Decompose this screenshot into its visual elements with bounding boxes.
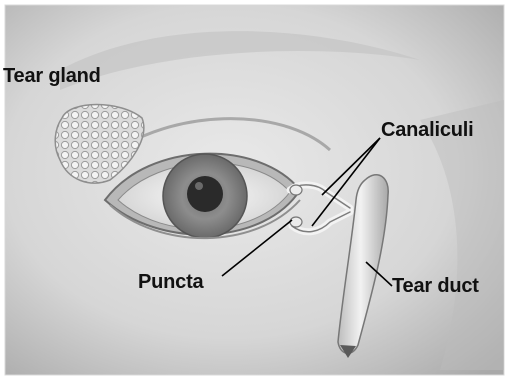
lower-punctum xyxy=(290,217,302,227)
tear-gland-label: Tear gland xyxy=(3,66,101,86)
tear-duct-label: Tear duct xyxy=(392,276,479,296)
upper-punctum xyxy=(290,185,302,195)
puncta-label: Puncta xyxy=(138,272,203,292)
canaliculi-label: Canaliculi xyxy=(381,120,473,140)
pupil xyxy=(187,176,223,212)
pupil-highlight xyxy=(195,182,203,190)
